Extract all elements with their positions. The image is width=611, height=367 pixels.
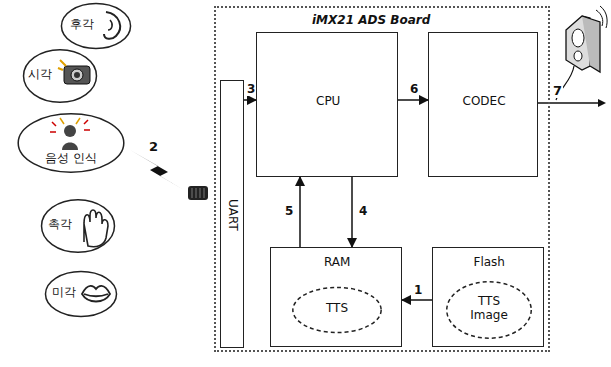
callout-number: 6 (409, 83, 419, 96)
arrow-head (598, 99, 606, 107)
connector-arrow (398, 99, 428, 101)
audio-wire (536, 102, 603, 104)
node-label: TTS Image (466, 295, 512, 323)
node-label: RAM (324, 256, 350, 270)
node-label: CPU (316, 95, 340, 109)
node-label: 시각 (28, 68, 52, 82)
wireless-bolt (130, 150, 184, 190)
callout-number: 2 (148, 140, 159, 154)
hand-icon (84, 210, 108, 247)
smell-icon (104, 12, 120, 39)
node-label: UART (225, 199, 239, 231)
smell-icon (108, 20, 112, 30)
callout-number: 3 (246, 83, 256, 96)
bluetooth-device (188, 186, 208, 200)
codec-box: CODEC (428, 32, 538, 177)
camera-icon (58, 60, 90, 84)
node-label: iMX21 ADS Board (312, 14, 430, 28)
node-label: CODEC (463, 95, 506, 109)
sense-circle: 후각 (60, 2, 132, 50)
connector-arrow (402, 299, 432, 301)
sense-circle: 음성 인식 (16, 112, 126, 174)
person-icon (50, 118, 90, 150)
cpu-box: CPU (256, 32, 398, 177)
connector-arrow (244, 99, 256, 101)
connector-arrow (299, 177, 301, 247)
connector-arrow (351, 177, 353, 247)
uart-box: UART (220, 80, 244, 348)
sense-circle: 시각 (22, 48, 98, 104)
callout-number: 4 (358, 205, 368, 218)
tts-ellipse: TTS (291, 286, 383, 334)
speaker-icon (556, 6, 607, 100)
flash-box: FlashTTS Image (432, 247, 544, 347)
node-label: TTS (326, 302, 348, 316)
node-label: 미각 (52, 286, 76, 300)
node-label: 촉각 (48, 218, 72, 232)
callout-number: 5 (284, 205, 294, 218)
sense-circle: 촉각 (40, 198, 116, 254)
ram-box: RAM TTS (270, 247, 402, 347)
node-label: 음성 인식 (45, 152, 97, 166)
board-region: iMX21 ADS BoardUART CPU CODEC RAM TTS FlashTT… (214, 6, 550, 352)
node-label: 후각 (70, 18, 94, 32)
sense-circle: 미각 (44, 270, 118, 318)
tts-image-ellipse: TTS Image (445, 280, 533, 340)
callout-number: 1 (413, 284, 423, 297)
node-label: Flash (474, 256, 505, 270)
callout-number: 7 (552, 84, 563, 98)
lips-icon (82, 286, 110, 302)
